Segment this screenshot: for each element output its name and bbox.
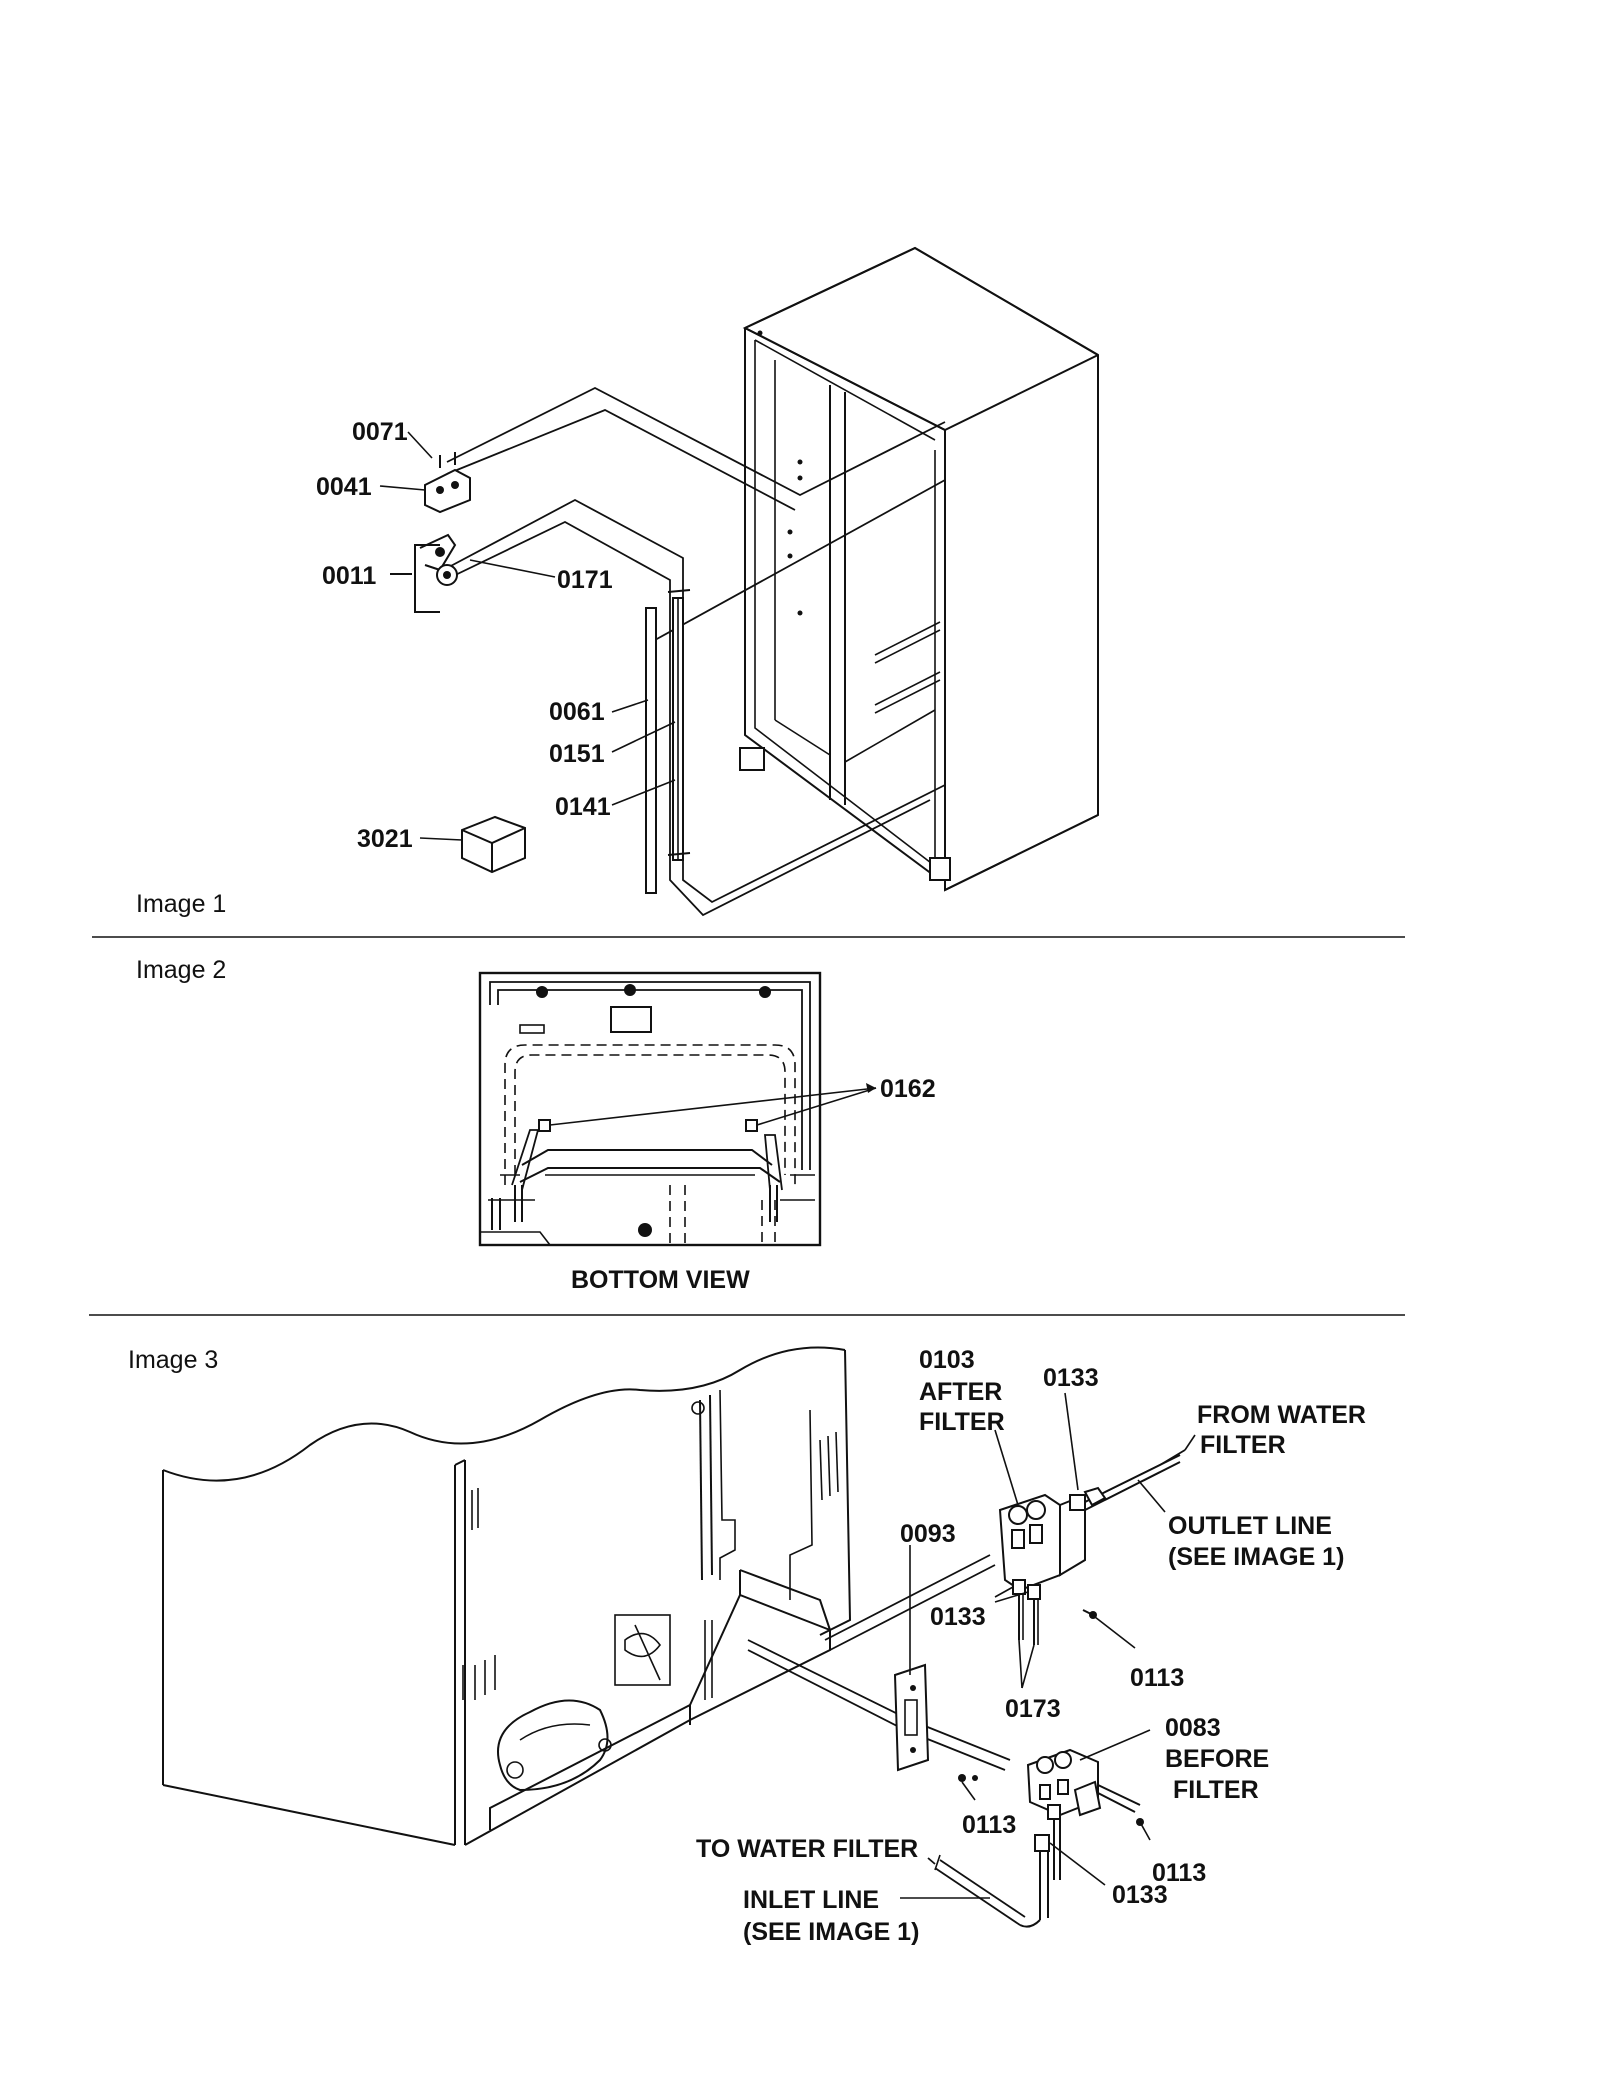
label-0041: 0041: [316, 473, 372, 501]
label-0093: 0093: [900, 1520, 956, 1548]
label-0141: 0141: [555, 793, 611, 821]
cabinet-lower-section: [162, 1346, 1011, 1846]
label-outlet-line-2: (SEE IMAGE 1): [1168, 1543, 1344, 1571]
image3-leaders: [900, 1392, 1196, 1899]
label-0151: 0151: [549, 740, 605, 768]
before-filter-valve: [1026, 1748, 1141, 1880]
label-before-filter-2: FILTER: [1173, 1776, 1259, 1804]
image1-leaders: [379, 431, 676, 841]
label-0011: 0011: [322, 562, 376, 590]
label-0083: 0083: [1165, 1714, 1221, 1742]
image3-panel: Image 3: [128, 1346, 1366, 1946]
inlet-fittings: [927, 1834, 1050, 1928]
label-0171: 0171: [557, 566, 613, 594]
label-from-water-filter-2: FILTER: [1200, 1431, 1286, 1459]
label-before-filter-1: BEFORE: [1165, 1745, 1269, 1773]
label-0162: 0162: [880, 1075, 936, 1103]
section-title-image1: Image 1: [136, 890, 226, 918]
label-0133-top: 0133: [1043, 1364, 1099, 1392]
fittings-0133-0173: [1012, 1579, 1041, 1645]
valve-assembly: [419, 452, 471, 586]
label-0173: 0173: [1005, 1695, 1061, 1723]
nut-0133-top: [1083, 1449, 1186, 1507]
label-to-water-filter: TO WATER FILTER: [696, 1835, 918, 1863]
label-inlet-line-1: INLET LINE: [743, 1886, 879, 1914]
label-inlet-line-2: (SEE IMAGE 1): [743, 1918, 919, 1946]
label-outlet-line-1: OUTLET LINE: [1168, 1512, 1332, 1540]
part-3021-box: [461, 815, 526, 874]
bracket-0093: [893, 1663, 930, 1772]
label-0113-bracket: 0113: [962, 1811, 1016, 1839]
bottom-view-drawing: [478, 971, 822, 1247]
label-0133-mid: 0133: [930, 1603, 986, 1631]
label-0071: 0071: [352, 418, 408, 446]
refrigerator-cabinet: [739, 246, 1099, 892]
bottom-view-caption: BOTTOM VIEW: [571, 1266, 750, 1294]
label-from-water-filter-1: FROM WATER: [1197, 1401, 1366, 1429]
label-after-filter-1: AFTER: [919, 1378, 1002, 1406]
label-0103: 0103: [919, 1346, 975, 1374]
label-3021: 3021: [357, 825, 413, 853]
label-after-filter-2: FILTER: [919, 1408, 1005, 1436]
section-title-image2: Image 2: [136, 956, 226, 984]
image2-panel: Image 2: [136, 956, 936, 1294]
image2-leaders: [549, 1083, 877, 1126]
tube-strips: [645, 589, 691, 894]
label-0113-right: 0113: [1130, 1664, 1184, 1692]
label-0061: 0061: [549, 698, 605, 726]
image1-panel: 0071 0041 0011 0171 0061 0151 0141 3021 …: [136, 246, 1099, 918]
section-title-image3: Image 3: [128, 1346, 218, 1374]
after-filter-valve: [998, 1454, 1181, 1592]
label-0133-bottom: 0133: [1112, 1881, 1168, 1909]
label-0113-bottom: 0113: [1152, 1859, 1206, 1887]
